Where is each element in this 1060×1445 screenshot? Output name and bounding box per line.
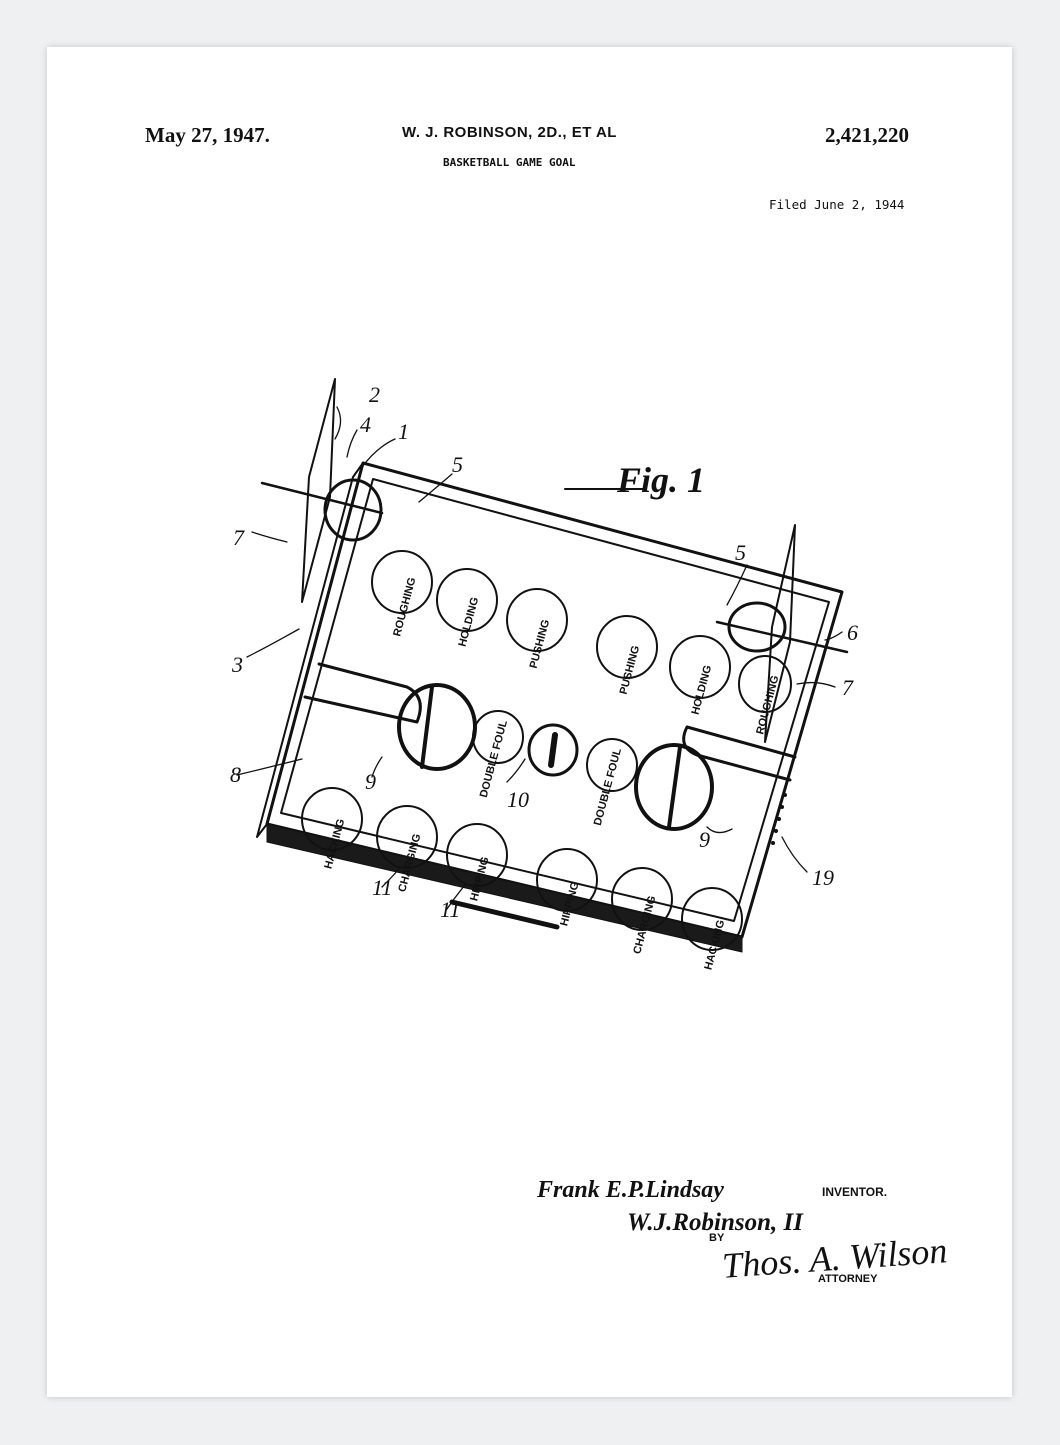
- circle-label: HOLDING: [457, 596, 482, 648]
- board-inner-frame: [280, 478, 830, 922]
- circle-label: HOLDING: [690, 664, 715, 716]
- ref-numeral: 3: [231, 652, 243, 677]
- ref-numeral: 5: [452, 452, 463, 477]
- board-front-side: [266, 823, 743, 953]
- ref-numeral: 19: [812, 865, 834, 890]
- left-goal-rod: [260, 481, 384, 515]
- ref-numeral: 4: [360, 412, 371, 437]
- ref-numeral: 8: [230, 762, 241, 787]
- left-lane: [303, 662, 422, 724]
- right-goal-hoop: [727, 601, 787, 653]
- right-backboard: [764, 524, 796, 743]
- inventor-1-signature: Frank E.P.Lindsay: [537, 1177, 724, 1203]
- left-goal-hoop: [323, 478, 383, 542]
- patent-date: May 27, 1947.: [145, 123, 270, 147]
- ref-numeral: 5: [735, 540, 746, 565]
- center-circle: [527, 723, 579, 777]
- figure-label: Fig. 1: [616, 460, 705, 500]
- inventor-names: W. J. ROBINSON, 2D., ET AL: [402, 124, 617, 141]
- ref-numeral: 9: [699, 827, 710, 852]
- ref-numeral: 11: [372, 875, 392, 900]
- circle-label: DOUBLE FOUL: [478, 719, 510, 799]
- ref-numeral: 6: [847, 620, 858, 645]
- board-left-side: [256, 462, 364, 838]
- cutaway-line: [449, 899, 560, 930]
- circle-label: PUSHING: [618, 644, 643, 696]
- patent-sheet: May 27, 1947. W. J. ROBINSON, 2D., ET AL…: [47, 47, 1012, 1397]
- right-key-divider: [667, 745, 682, 829]
- inventor-2-signature: W.J.Robinson, II: [627, 1209, 803, 1236]
- filed-date: Filed June 2, 1944: [769, 197, 905, 212]
- center-mark: [548, 732, 558, 768]
- reference-leaders: [236, 406, 843, 910]
- ref-numeral: 7: [842, 675, 854, 700]
- by-label: BY: [709, 1232, 725, 1244]
- side-holes: [771, 793, 787, 845]
- circle-label: ROUGHING: [391, 576, 418, 638]
- center-circle-labels: DOUBLE FOUL DOUBLE FOUL: [478, 719, 624, 827]
- top-circle-labels: ROUGHING HOLDING PUSHING PUSHING HOLDING…: [391, 576, 781, 736]
- patent-drawing: Fig. 1 ROUGHING HOLDING PUSHING PUSHING …: [230, 378, 858, 971]
- reference-numerals: 1 2 3 4 5 5 6 7 7 8 9 9 10 11 11 19: [230, 382, 858, 922]
- left-backboard: [301, 378, 336, 603]
- inventor-label: INVENTOR.: [822, 1185, 888, 1199]
- center-foul-circles: [472, 710, 638, 792]
- ref-numeral: 2: [369, 382, 380, 407]
- left-key-divider: [420, 685, 434, 769]
- top-foul-circles: [371, 550, 792, 713]
- ref-numeral: 9: [365, 769, 376, 794]
- circle-label: DOUBLE FOUL: [592, 747, 624, 827]
- bottom-foul-circles: [301, 787, 743, 951]
- attorney-label: ATTORNEY: [818, 1273, 878, 1285]
- ref-numeral: 10: [507, 787, 529, 812]
- board-outer-frame: [265, 461, 844, 939]
- left-key-circle: [397, 683, 477, 771]
- ref-numeral: 7: [233, 525, 245, 550]
- circle-label: PUSHING: [528, 618, 553, 670]
- patent-number: 2,421,220: [825, 123, 909, 147]
- patent-title: BASKETBALL GAME GOAL: [443, 156, 576, 169]
- ref-numeral: 11: [440, 897, 460, 922]
- circle-label: ROUGHING: [754, 674, 781, 736]
- right-key-circle: [634, 743, 714, 831]
- ref-numeral: 1: [398, 419, 409, 444]
